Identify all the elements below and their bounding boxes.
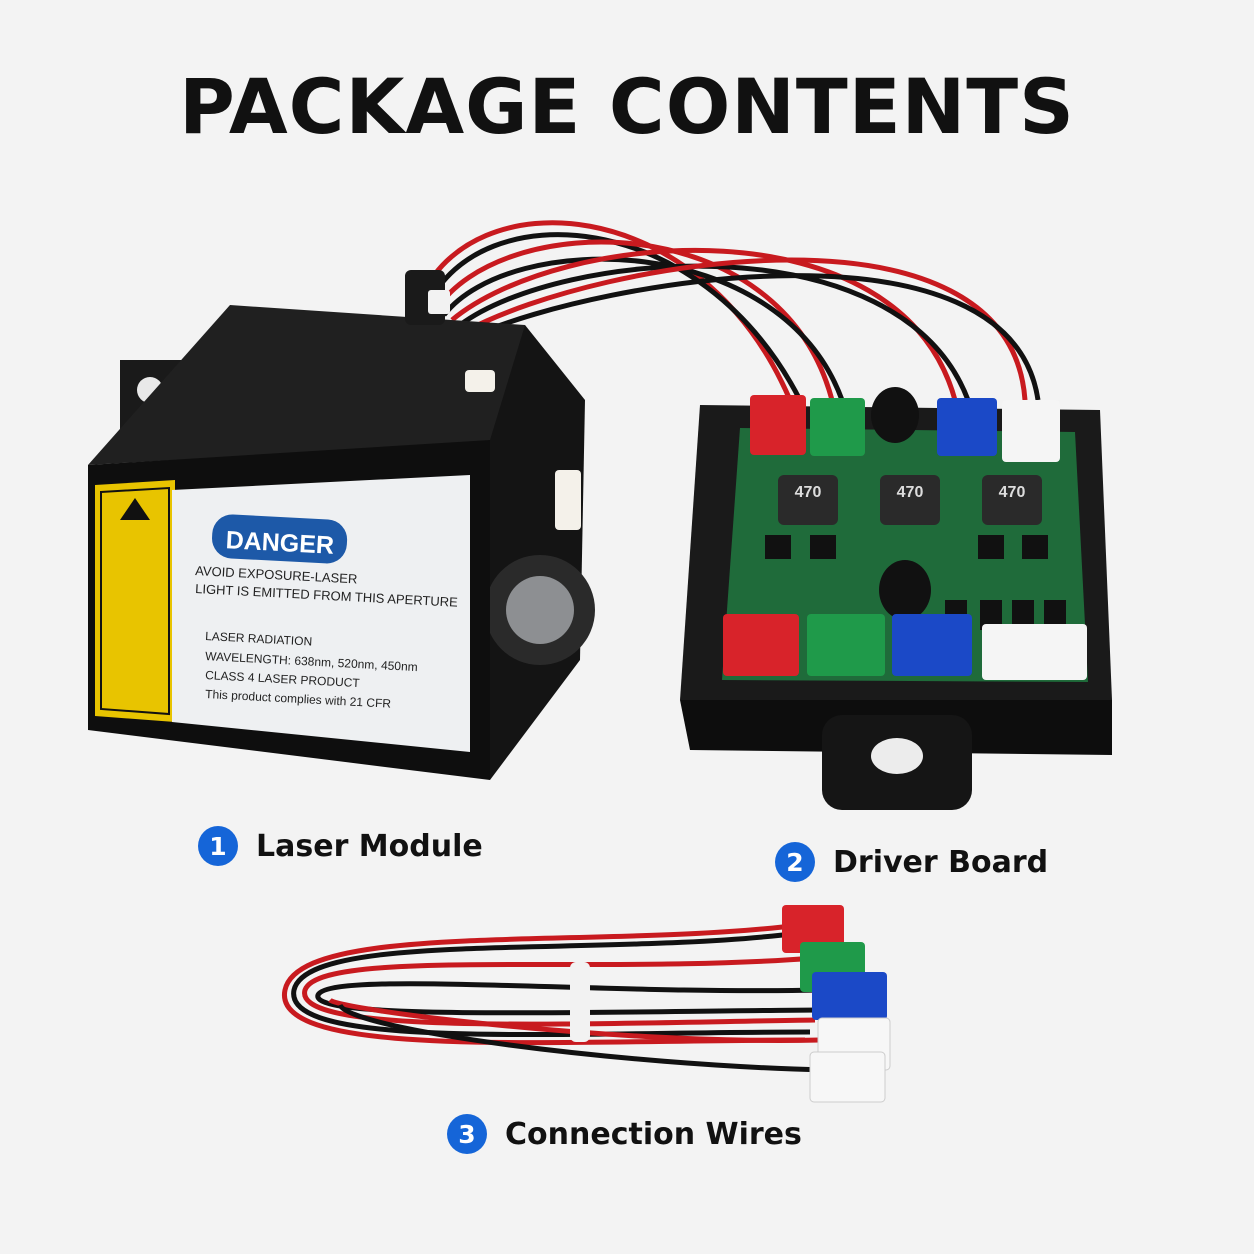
board-mount-hole (871, 738, 923, 774)
inductor-1-label: 470 (795, 484, 822, 501)
board-connector-blue-bottom (892, 614, 972, 676)
chip (1012, 600, 1034, 630)
item-label-laser-module: 1 Laser Module (198, 826, 483, 866)
aperture-lens (506, 576, 574, 644)
inductor-1: 470 (778, 475, 838, 525)
connection-wires (282, 922, 826, 1073)
module-top-face (88, 305, 525, 465)
inductor-2: 470 (880, 475, 940, 525)
item-number-badge: 3 (447, 1114, 487, 1154)
label-line3: LASER RADIATION (205, 629, 313, 649)
board-connector-red-top (750, 395, 806, 455)
item-number-badge: 1 (198, 826, 238, 866)
item-number-badge: 2 (775, 842, 815, 882)
wire-connector-blue (812, 972, 887, 1020)
capacitor-middle (879, 560, 931, 620)
laser-module: DANGER AVOID EXPOSURE-LASER LIGHT IS EMI… (88, 270, 595, 780)
board-connector-white-top (1002, 400, 1060, 462)
driver-board: 470 470 470 (680, 387, 1112, 810)
module-side-connector (555, 470, 581, 530)
laser-info-label (172, 475, 470, 752)
warning-label-yellow (95, 480, 175, 722)
item-label-text: Driver Board (833, 844, 1049, 880)
cable-tie (428, 290, 450, 314)
chip (980, 600, 1002, 630)
item-label-connection-wires: 3 Connection Wires (447, 1114, 802, 1154)
danger-text: DANGER (225, 526, 335, 560)
board-connector-red-bottom (723, 614, 799, 676)
module-top-connector (465, 370, 495, 392)
inductor-2-label: 470 (897, 484, 924, 501)
board-connector-white-bottom (982, 624, 1087, 680)
page-title: PACKAGE CONTENTS (179, 62, 1075, 151)
item-label-text: Laser Module (256, 828, 483, 864)
wire-connector-white-2 (809, 1051, 886, 1103)
item-label-driver-board: 2 Driver Board (775, 842, 1048, 882)
inductor-3-label: 470 (999, 484, 1026, 501)
chip (1022, 535, 1048, 559)
board-connector-green-top (810, 398, 865, 456)
wire-bundle-tie (570, 962, 590, 1042)
chip (810, 535, 836, 559)
wire-connectors (782, 905, 891, 1103)
wire-connector-red (782, 905, 844, 953)
module-side-face (490, 325, 585, 780)
item-label-text: Connection Wires (505, 1116, 802, 1152)
chip (1044, 600, 1066, 630)
danger-badge (212, 514, 348, 564)
board-connector-blue-top (937, 398, 997, 456)
laser-hazard-icon (120, 498, 150, 520)
chip (978, 535, 1004, 559)
chip (765, 535, 791, 559)
board-connector-green-bottom (807, 614, 885, 676)
inductor-3: 470 (982, 475, 1042, 525)
capacitor-top (871, 387, 919, 443)
